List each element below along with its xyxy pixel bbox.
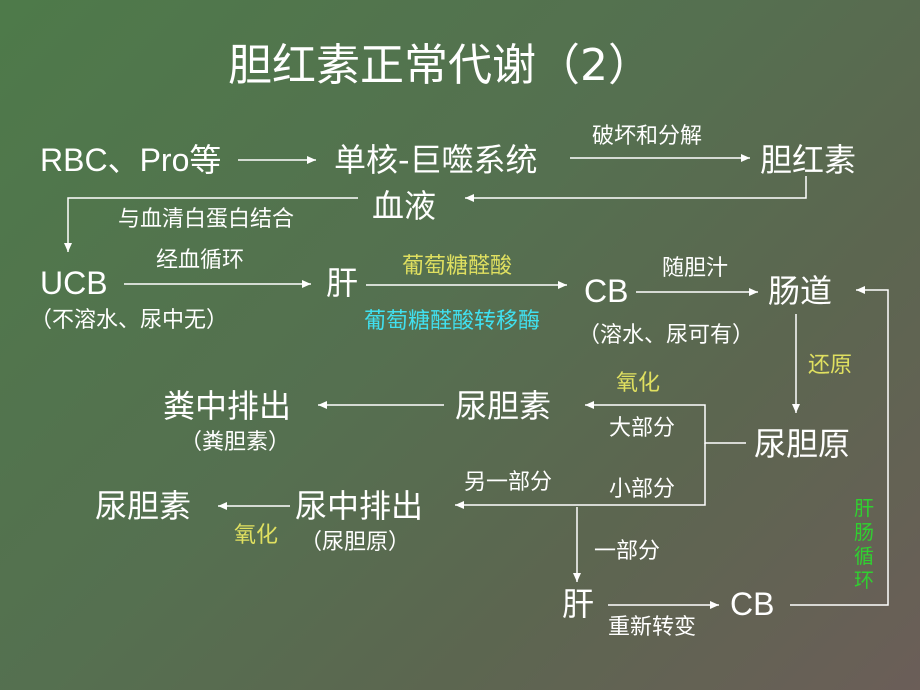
- node-stool-note: （粪胆素）: [180, 430, 291, 455]
- arrow-bilirubin-blood: [465, 176, 807, 202]
- node-ucb: UCB: [40, 265, 108, 301]
- label-transferase: 葡萄糖醛酸转移酶: [364, 309, 541, 334]
- page-title: 胆红素正常代谢（2）: [228, 40, 652, 91]
- label-reconvert: 重新转变: [608, 615, 697, 640]
- node-liver1: 肝: [326, 264, 359, 302]
- node-urobilin-left: 尿胆素: [95, 487, 192, 525]
- label-another-part: 另一部分: [464, 470, 553, 495]
- label-glucuronic: 葡萄糖醛酸: [402, 254, 513, 279]
- node-urobilin-mid: 尿胆素: [455, 387, 552, 425]
- arrow-enterohepatic: [790, 286, 889, 606]
- node-mono: 单核-巨噬系统: [334, 141, 538, 179]
- node-bilirubin: 胆红素: [760, 141, 857, 179]
- label-enterohepatic: 肝 肠 循 环: [854, 496, 874, 592]
- node-ucb-note: （不溶水、尿中无）: [30, 308, 229, 333]
- node-intestine: 肠道: [768, 272, 833, 310]
- node-cb2: CB: [730, 586, 775, 622]
- arrow-small-part-urine: [455, 443, 706, 509]
- label-with-bile: 随胆汁: [662, 256, 729, 281]
- node-cb1-note: （溶水、尿可有）: [578, 323, 755, 348]
- node-blood: 血液: [372, 187, 437, 225]
- node-urine-note: （尿胆原）: [300, 530, 411, 555]
- label-small-part: 小部分: [609, 477, 676, 502]
- node-cb1: CB: [584, 273, 629, 309]
- label-destroy: 破坏和分解: [592, 124, 703, 149]
- label-oxidize2: 氧化: [234, 523, 279, 548]
- label-circulate: 经血循环: [156, 248, 245, 273]
- label-oxidize1: 氧化: [616, 371, 661, 396]
- label-reduce: 还原: [808, 353, 853, 378]
- arrow-urobilinogen-urobilin: [585, 401, 746, 444]
- node-liver2: 肝: [562, 585, 595, 623]
- node-stool-excrete: 粪中排出: [163, 387, 292, 425]
- label-one-part: 一部分: [594, 539, 661, 564]
- node-rbc: RBC、Pro等: [40, 142, 222, 178]
- label-large-part: 大部分: [609, 416, 676, 441]
- node-urobilinogen: 尿胆原: [754, 425, 851, 463]
- arrow-blood-ucb: [64, 197, 358, 252]
- node-urine-excrete: 尿中排出: [295, 487, 424, 525]
- label-bind-albumin: 与血清白蛋白结合: [118, 207, 295, 232]
